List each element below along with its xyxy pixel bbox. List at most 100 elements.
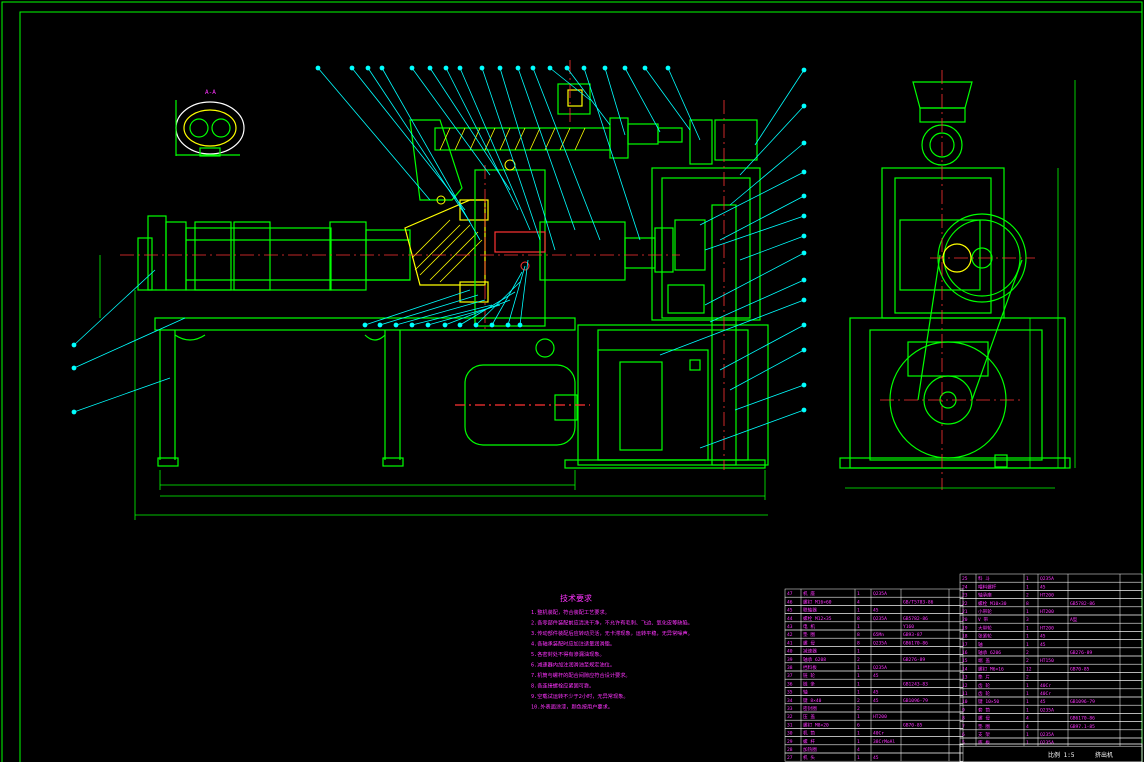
- sight-glass: [436, 159, 530, 271]
- bom-cell: 46: [787, 599, 793, 605]
- bom-cell: Q235A: [873, 640, 887, 646]
- bom-cell: 1: [857, 624, 860, 630]
- bom-cell: GB276-89: [1070, 650, 1092, 656]
- bom-cell: 轴承 6208: [803, 656, 826, 663]
- bom-cell: 41: [787, 640, 793, 646]
- tech-requirements-lines: 1.整机装配，符合装配工艺要求。 2.各零部件装配前应清洗干净，不允许有毛刺、飞边…: [531, 608, 693, 711]
- bom-cell: Q235A: [873, 616, 887, 622]
- bom-cell: 1: [857, 673, 860, 679]
- bom-cell: 1: [857, 608, 860, 614]
- bom-cell: 9: [962, 707, 965, 713]
- tech-requirement-line: 3.传动部件装配后应转动灵活，无卡滞现象，运转平稳，无异常噪声。: [531, 629, 693, 637]
- bom-cell: 12: [1026, 666, 1032, 672]
- bom-cell: HT200: [1040, 593, 1054, 599]
- bom-cell: 18: [962, 634, 968, 640]
- tech-requirement-line: 1.整机装配，符合装配工艺要求。: [531, 608, 610, 616]
- bom-row: [959, 639, 1143, 649]
- title-block: 比例 1:5 挤出机: [959, 743, 1143, 762]
- bom-cell: 8: [962, 716, 965, 722]
- bom-cell: 大带轮: [978, 624, 992, 631]
- bom-cell: 45: [1040, 699, 1046, 705]
- bom-cell: HT200: [1040, 625, 1054, 631]
- tech-requirement-line: 5.各密封处不得有渗漏油现象。: [531, 650, 605, 658]
- bom-cell: 2: [1026, 675, 1029, 681]
- tech-requirement-line: 2.各零部件装配前应清洗干净，不允许有毛刺、飞边、氧化皮等缺陷。: [531, 619, 693, 627]
- bom-cell: Q235A: [1040, 740, 1054, 746]
- bom-cell: 1: [857, 731, 860, 737]
- tech-requirement-line: 8.各连接螺栓应紧固可靠。: [531, 682, 594, 690]
- tech-requirement-line: 9.空载试运转不少于2小时，无异常现象。: [531, 692, 629, 700]
- bom-cell: 套 筒: [978, 706, 990, 713]
- bom-cell: 1: [1026, 642, 1029, 648]
- bom-cell: 1: [857, 739, 860, 745]
- bom-cell: 1: [1026, 707, 1029, 713]
- bom-cell: 1: [857, 649, 860, 655]
- bom-cell: 喂料螺杆: [978, 583, 997, 590]
- bom-cell: GB276-89: [903, 657, 925, 663]
- bom-cell: 螺钉 M16×60: [803, 598, 832, 605]
- bom-cell: 1: [857, 714, 860, 720]
- bom-cell: GB5782-86: [1070, 601, 1095, 607]
- bom-cell: 45: [1040, 634, 1046, 640]
- bom-cell: 14: [962, 666, 968, 672]
- bom-cell: 螺 母: [803, 639, 815, 646]
- bom-cell: 45: [787, 608, 793, 614]
- bom-cell: GB5782-86: [903, 616, 928, 622]
- bom-cell: 垫 圈: [978, 723, 990, 730]
- tech-requirement-line: 4.各轴承装配时应加注适量润滑脂。: [531, 640, 615, 648]
- bom-cell: 1: [857, 755, 860, 761]
- bom-cell: 29: [787, 739, 793, 745]
- bom-cell: 支 架: [978, 731, 990, 738]
- front-center-lines: [120, 60, 725, 470]
- bom-cell: 轴承座: [978, 592, 992, 599]
- bom-cell: 1: [1026, 740, 1029, 746]
- bom-cell: 小带轮: [978, 608, 992, 615]
- bom-cell: 螺栓 M12×35: [803, 615, 832, 622]
- bom-cell: 2: [857, 706, 860, 712]
- bom-cell: Q235A: [1040, 576, 1054, 582]
- bom-cell: 张紧轮: [978, 633, 992, 640]
- bom-cell: 螺 母: [978, 715, 990, 722]
- bom-cell: 45: [873, 608, 879, 614]
- bom-cell: 齿 轮: [978, 682, 990, 689]
- bom-cell: 1: [1026, 691, 1029, 697]
- bom-cell: GB70-85: [903, 722, 923, 728]
- bom-cell: 8: [857, 632, 860, 638]
- bom-cell: Q235A: [1040, 732, 1054, 738]
- tech-requirements: 技术要求 1.整机装配，符合装配工艺要求。2.各零部件装配前应清洗干净，不允许有…: [531, 593, 693, 711]
- bom-cell: 螺钉 M8×20: [803, 721, 829, 728]
- title-block-name: 挤出机: [1095, 751, 1113, 759]
- bom-cell: A型: [1070, 616, 1078, 623]
- bom-cell: 45: [873, 690, 879, 696]
- bom-cell: GB1096-79: [1070, 699, 1095, 705]
- bom-cell: 机 筒: [803, 730, 815, 737]
- tech-requirement-line: 10.外表面涂漆，颜色按用户要求。: [531, 703, 613, 711]
- bom-cell: HT150: [1040, 658, 1054, 664]
- bom-cell: 1: [1026, 634, 1029, 640]
- bom-cell: 40Cr: [1040, 683, 1051, 689]
- bom-cell: 27: [787, 755, 793, 761]
- bom-cell: 1: [857, 591, 860, 597]
- bom-cell: 40Cr: [1040, 691, 1051, 697]
- title-block-scale: 比例 1:5: [1048, 751, 1075, 759]
- bom-cell: 45: [873, 698, 879, 704]
- bom-cell: 23: [962, 593, 968, 599]
- bom-cell: 螺 杆: [803, 738, 815, 745]
- bom-cell: 2: [1026, 593, 1029, 599]
- bom-cell: 42: [787, 632, 793, 638]
- bom-cell: 2: [857, 698, 860, 704]
- bom-cell: 28: [787, 747, 793, 753]
- bom-cell: 轴: [803, 689, 808, 696]
- bom-cell: Q235A: [873, 591, 887, 597]
- bom-cell: 40Cr: [873, 731, 884, 737]
- bom-cell: GB6170-86: [1070, 716, 1095, 722]
- bom-cell: 7: [962, 724, 965, 730]
- bom-cell: 螺钉 M6×16: [978, 665, 1004, 672]
- bom-cell: 30: [787, 731, 793, 737]
- bom-cell: 料 斗: [978, 575, 990, 582]
- bom-cell: 密封圈: [803, 705, 817, 712]
- bom-cell: 加热圈: [803, 746, 817, 753]
- bom-cell: 8: [857, 640, 860, 646]
- detail-view: A-A: [175, 89, 245, 157]
- bom-row: [784, 752, 964, 762]
